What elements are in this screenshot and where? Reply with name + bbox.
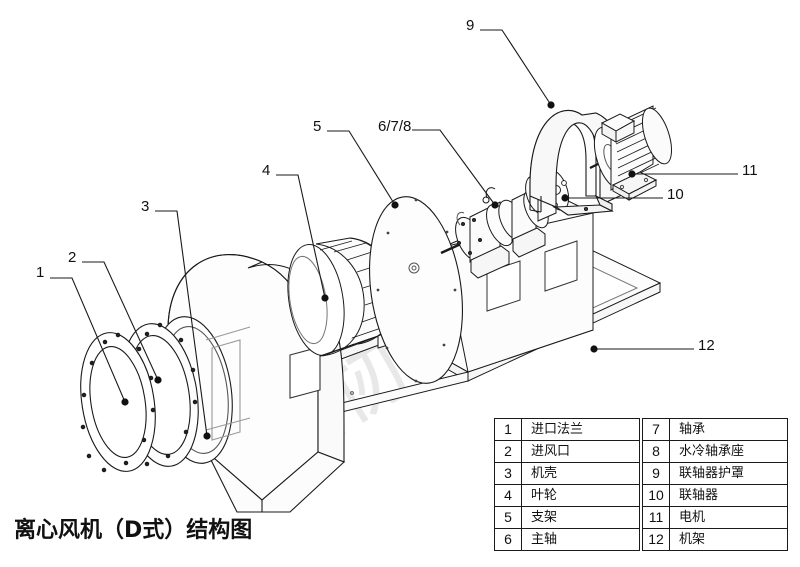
legend-number: 1 — [494, 418, 522, 441]
legend-row: 4 叶轮 — [494, 484, 640, 507]
leader-9 — [480, 29, 552, 106]
legend-row: 2 进风口 — [494, 440, 640, 463]
leader-dot-1 — [121, 398, 129, 406]
leader-2 — [82, 261, 159, 381]
back-plate-bolts — [376, 198, 457, 383]
inlet-flange-bolts — [80, 332, 156, 473]
leader-dot-4 — [321, 294, 329, 302]
impeller-back-plate — [369, 196, 463, 384]
legend-name: 进口法兰 — [521, 418, 640, 441]
callout-label-9: 9 — [466, 17, 475, 34]
leader-3 — [155, 210, 208, 437]
legend-name: 叶轮 — [521, 484, 640, 507]
legend-name: 联轴器 — [669, 484, 788, 507]
legend-row: 7 轴承 — [642, 418, 788, 441]
legend-row: 8 水冷轴承座 — [642, 440, 788, 463]
callout-leaders — [50, 29, 738, 440]
legend-number: 10 — [642, 484, 670, 507]
legend-row: 12 机架 — [642, 528, 788, 551]
leader-dot-3 — [203, 432, 211, 440]
callout-label-12: 12 — [698, 337, 715, 354]
legend-name: 轴承 — [669, 418, 788, 441]
leader-dot-9 — [547, 101, 555, 109]
inlet-flange — [80, 332, 156, 473]
legend-number: 11 — [642, 506, 670, 529]
motor — [589, 105, 673, 201]
legend-row: 10 联轴器 — [642, 484, 788, 507]
leader-678 — [412, 129, 496, 206]
legend-name: 进风口 — [521, 440, 640, 463]
callout-label-4: 4 — [262, 162, 271, 179]
callout-label-678: 6/7/8 — [378, 118, 412, 135]
page-title: 离心风机（D式）结构图 — [14, 518, 253, 543]
legend-name: 电机 — [669, 506, 788, 529]
legend-number: 6 — [494, 528, 522, 551]
callout-label-11: 11 — [742, 162, 758, 179]
legend-number: 8 — [642, 440, 670, 463]
legend-number: 7 — [642, 418, 670, 441]
legend-row: 1 进口法兰 — [494, 418, 640, 441]
legend-name: 机壳 — [521, 462, 640, 485]
legend-row: 5 支架 — [494, 506, 640, 529]
callout-label-5: 5 — [313, 118, 322, 135]
callout-label-1: 1 — [36, 264, 45, 281]
legend-row: 6 主轴 — [494, 528, 640, 551]
legend-row: 9 联轴器护罩 — [642, 462, 788, 485]
legend-name: 水冷轴承座 — [669, 440, 788, 463]
leader-dot-2 — [154, 376, 162, 384]
legend-name: 支架 — [521, 506, 640, 529]
callout-label-3: 3 — [141, 198, 150, 215]
callout-label-10: 10 — [667, 186, 684, 203]
leader-1 — [50, 277, 126, 403]
leader-dot-11 — [628, 170, 636, 178]
leader-dot-10 — [561, 194, 569, 202]
callout-label-2: 2 — [68, 249, 77, 266]
legend-name: 联轴器护罩 — [669, 462, 788, 485]
leader-5 — [327, 130, 396, 206]
leader-dot-678 — [491, 201, 499, 209]
legend-number: 4 — [494, 484, 522, 507]
legend-row: 11 电机 — [642, 506, 788, 529]
legend-table-left: 1 进口法兰 2 进风口 3 机壳 4 叶轮 5 支架 6 主轴 — [494, 418, 640, 551]
legend-name: 主轴 — [521, 528, 640, 551]
legend-number: 12 — [642, 528, 670, 551]
leader-dot-12 — [590, 345, 598, 353]
legend-number: 5 — [494, 506, 522, 529]
legend-number: 9 — [642, 462, 670, 485]
legend-table-right: 7 轴承 8 水冷轴承座 9 联轴器护罩 10 联轴器 11 电机 12 机架 — [642, 418, 788, 551]
legend-number: 2 — [494, 440, 522, 463]
legend-name: 机架 — [669, 528, 788, 551]
legend-number: 3 — [494, 462, 522, 485]
leader-4 — [276, 174, 326, 299]
leader-dot-5 — [391, 201, 399, 209]
legend-row: 3 机壳 — [494, 462, 640, 485]
